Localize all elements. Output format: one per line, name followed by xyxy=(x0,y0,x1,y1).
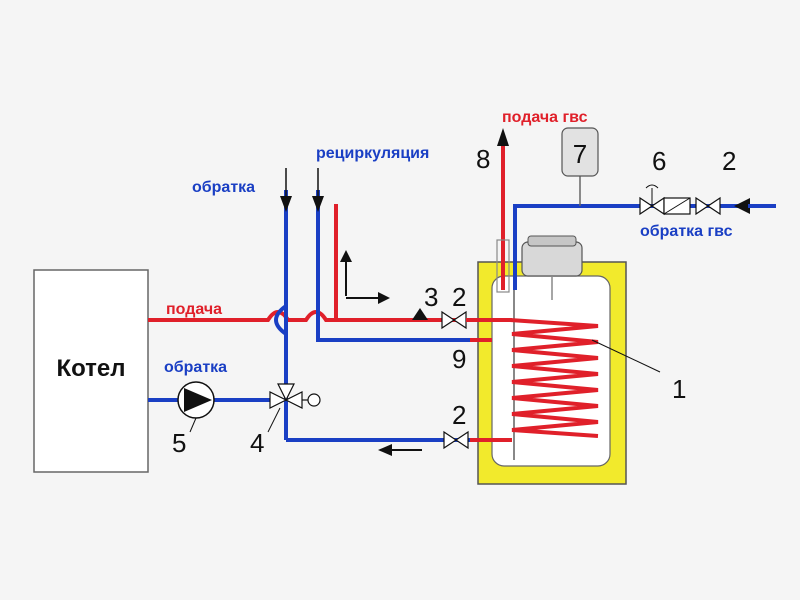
label-number-8: 8 xyxy=(476,144,490,174)
leader-4 xyxy=(267,407,281,433)
label-return-top: обратка xyxy=(192,179,255,196)
label-return-pump: обратка xyxy=(164,359,227,376)
boiler-label: Котел xyxy=(56,355,125,382)
recirculation-arrow xyxy=(312,196,324,212)
tank-top-fitting xyxy=(521,241,583,277)
label-number-7: 7 xyxy=(573,139,587,169)
dhw-supply-arrow xyxy=(497,128,509,146)
label-number-6: 6 xyxy=(652,146,666,176)
valve-2-dhw-inlet xyxy=(695,196,721,216)
tank-top-fitting-cap xyxy=(527,235,577,247)
boiler-box xyxy=(33,269,149,473)
bottom-flow-arrow-head xyxy=(378,444,392,456)
dhw-return-inlet-arrow xyxy=(734,198,750,214)
label-number-1: 1 xyxy=(672,374,686,404)
return-hop xyxy=(274,304,288,336)
pump-5 xyxy=(177,381,215,419)
label-number-3: 3 xyxy=(424,282,438,312)
valve-6 xyxy=(639,184,691,216)
heat-exchanger-coil xyxy=(509,318,599,438)
label-number-2-dhw-inlet: 2 xyxy=(722,146,736,176)
recirculation-blue-pipe xyxy=(316,190,492,342)
label-number-5: 5 xyxy=(172,428,186,458)
dhw-supply-nozzle xyxy=(496,239,510,293)
label-dhw-supply: подача гвс xyxy=(502,109,588,126)
label-number-4: 4 xyxy=(250,428,264,458)
label-supply: подача xyxy=(166,301,222,318)
label-dhw-return: обратка гвс xyxy=(640,223,733,240)
leader-1 xyxy=(591,339,661,373)
leader-5 xyxy=(189,417,197,433)
label-number-2-supply: 2 xyxy=(452,282,466,312)
expansion-tank-7 xyxy=(561,127,599,177)
return-top-arrow xyxy=(280,196,292,212)
supply-pipe xyxy=(148,310,492,322)
flow-arrow-right-head xyxy=(378,292,390,304)
sensor-3 xyxy=(412,308,428,320)
valve-2-supply xyxy=(441,310,467,330)
label-recirculation: рециркуляция xyxy=(316,145,429,162)
label-number-2-return: 2 xyxy=(452,400,466,430)
valve-2-return xyxy=(443,430,469,450)
flow-arrow-up-head xyxy=(340,250,352,262)
three-way-valve-4 xyxy=(269,383,321,409)
label-number-9: 9 xyxy=(452,344,466,374)
